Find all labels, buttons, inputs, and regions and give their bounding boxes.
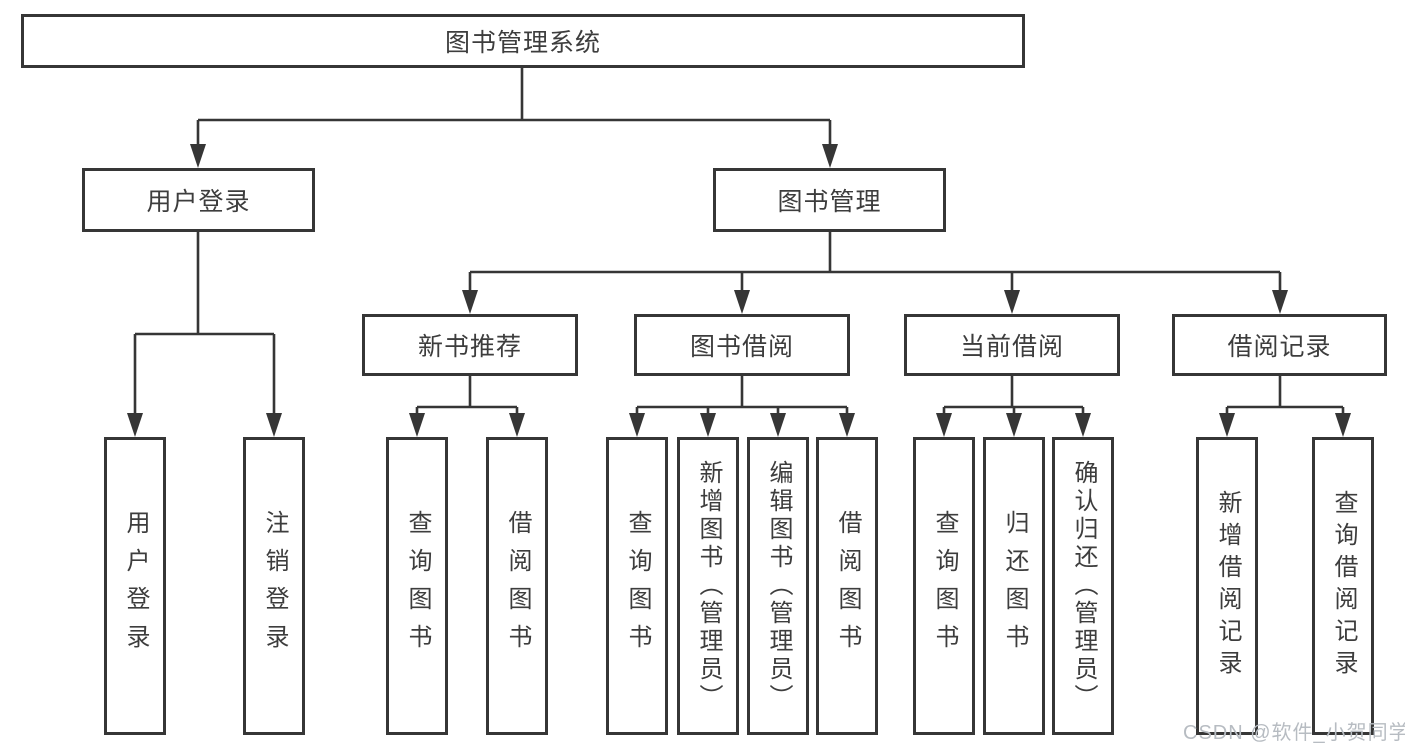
arrowhead-icon bbox=[1335, 413, 1351, 437]
leaf-bb-borrow-books-label: 借阅图书 bbox=[834, 510, 861, 662]
connector-path bbox=[133, 68, 1345, 420]
node-book-borrowing-label: 图书借阅 bbox=[689, 333, 794, 361]
leaf-bb-borrow-books: 借阅图书 bbox=[816, 437, 878, 735]
leaf-cb-return-books-label: 归还图书 bbox=[1001, 510, 1028, 662]
leaf-bb-add-books-admin-label: 新增图书（管理员） bbox=[695, 460, 722, 712]
node-new-book-recommend-label: 新书推荐 bbox=[417, 333, 522, 361]
arrowhead-icon bbox=[936, 413, 952, 437]
arrowhead-icon bbox=[629, 413, 645, 437]
leaf-br-query-record: 查询借阅记录 bbox=[1312, 437, 1374, 735]
node-borrowing-records: 借阅记录 bbox=[1172, 314, 1387, 376]
leaf-nb-query-books-label: 查询图书 bbox=[404, 510, 431, 662]
arrowhead-icon bbox=[1006, 413, 1022, 437]
node-user-login-branch-label: 用户登录 bbox=[146, 188, 251, 216]
leaf-cb-query-books: 查询图书 bbox=[913, 437, 975, 735]
leaf-cb-query-books-label: 查询图书 bbox=[931, 510, 958, 662]
leaf-nb-borrow-books-label: 借阅图书 bbox=[504, 510, 531, 662]
node-user-login-branch: 用户登录 bbox=[82, 168, 315, 232]
arrowhead-icon bbox=[734, 290, 750, 314]
arrowhead-icon bbox=[127, 413, 143, 437]
arrowhead-icon bbox=[839, 413, 855, 437]
arrowhead-icon bbox=[1004, 290, 1020, 314]
leaf-bb-edit-books-admin: 编辑图书（管理员） bbox=[747, 437, 809, 735]
node-borrowing-records-label: 借阅记录 bbox=[1227, 333, 1332, 361]
node-root-label: 图书管理系统 bbox=[444, 29, 601, 57]
leaf-nb-borrow-books: 借阅图书 bbox=[486, 437, 548, 735]
leaf-br-query-record-label: 查询借阅记录 bbox=[1330, 490, 1357, 682]
arrowhead-icon bbox=[770, 413, 786, 437]
leaf-cb-confirm-return-admin: 确认归还（管理员） bbox=[1052, 437, 1114, 735]
arrowhead-icon bbox=[1272, 290, 1288, 314]
leaf-logout-login-label: 注销登录 bbox=[261, 510, 288, 662]
leaf-bb-query-books-label: 查询图书 bbox=[624, 510, 651, 662]
node-book-borrowing: 图书借阅 bbox=[634, 314, 850, 376]
leaf-bb-add-books-admin: 新增图书（管理员） bbox=[677, 437, 739, 735]
arrowhead-icon bbox=[700, 413, 716, 437]
node-book-management-branch-label: 图书管理 bbox=[777, 188, 882, 216]
node-new-book-recommend: 新书推荐 bbox=[362, 314, 578, 376]
leaf-cb-confirm-return-admin-label: 确认归还（管理员） bbox=[1070, 460, 1097, 712]
leaf-bb-query-books: 查询图书 bbox=[606, 437, 668, 735]
leaf-bb-edit-books-admin-label: 编辑图书（管理员） bbox=[765, 460, 792, 712]
node-book-management-branch: 图书管理 bbox=[713, 168, 946, 232]
leaf-user-login: 用户登录 bbox=[104, 437, 166, 735]
leaf-br-add-record: 新增借阅记录 bbox=[1196, 437, 1258, 735]
arrowhead-icon bbox=[409, 413, 425, 437]
arrowhead-icon bbox=[509, 413, 525, 437]
arrowhead-icon bbox=[190, 144, 206, 168]
arrowhead-icon bbox=[462, 290, 478, 314]
node-current-borrowing-label: 当前借阅 bbox=[959, 333, 1064, 361]
node-root: 图书管理系统 bbox=[21, 14, 1025, 68]
leaf-nb-query-books: 查询图书 bbox=[386, 437, 448, 735]
arrowhead-icon bbox=[822, 144, 838, 168]
leaf-logout-login: 注销登录 bbox=[243, 437, 305, 735]
leaf-user-login-label: 用户登录 bbox=[122, 510, 149, 662]
watermark: CSDN @软件_小贺同学 bbox=[1183, 722, 1405, 744]
leaf-cb-return-books: 归还图书 bbox=[983, 437, 1045, 735]
arrowhead-icon bbox=[1219, 413, 1235, 437]
leaf-br-add-record-label: 新增借阅记录 bbox=[1214, 490, 1241, 682]
node-current-borrowing: 当前借阅 bbox=[904, 314, 1120, 376]
arrowhead-icon bbox=[1075, 413, 1091, 437]
arrowhead-icon bbox=[266, 413, 282, 437]
